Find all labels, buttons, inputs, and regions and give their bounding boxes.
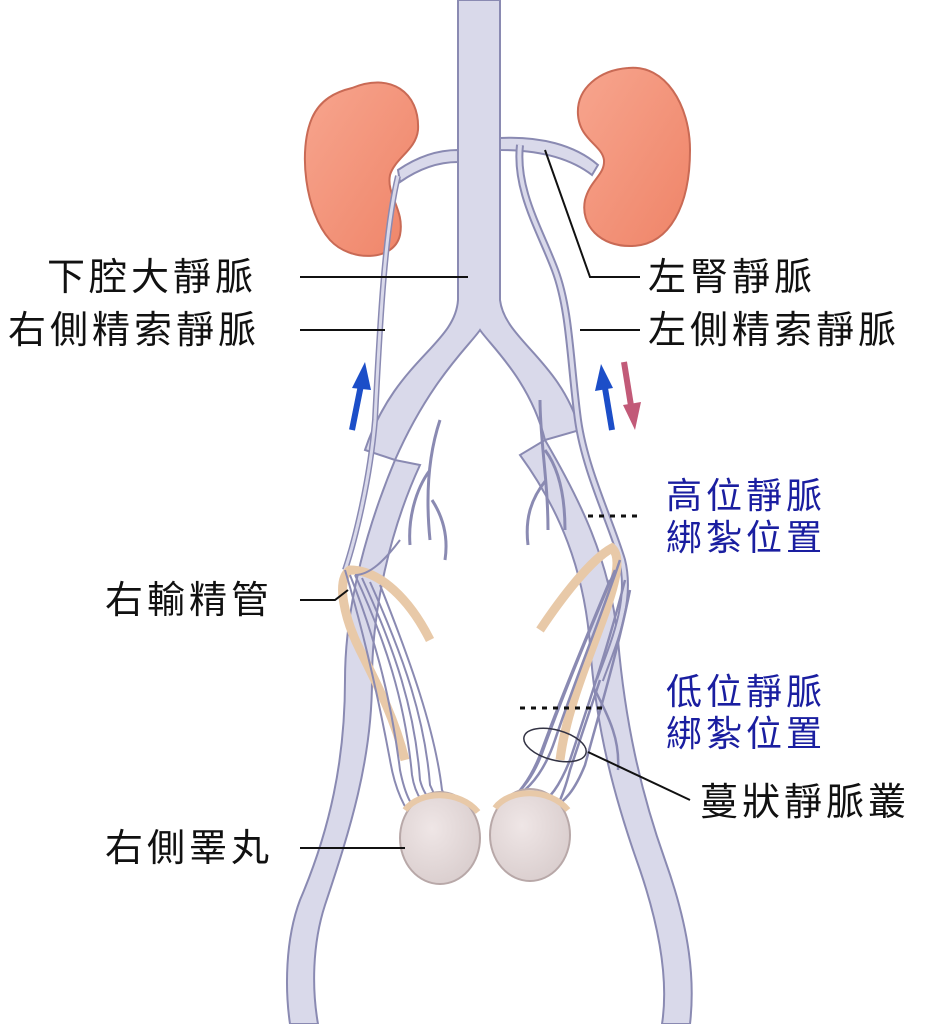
right-testis xyxy=(399,791,481,885)
left-vas-deferens xyxy=(536,542,622,761)
left-epididymis xyxy=(492,790,571,813)
pelvic-vein-branches xyxy=(408,399,567,561)
plexus-outline xyxy=(523,727,587,763)
label-right-vas-deferens: 右輸精管 xyxy=(105,578,274,622)
left-kidney xyxy=(576,66,692,248)
label-high-ligation-line2: 綁紮位置 xyxy=(666,518,827,559)
label-low-ligation-line2: 綁紮位置 xyxy=(666,714,827,755)
left-testis xyxy=(489,788,571,882)
label-pampiniform-plexus: 蔓狀靜脈叢 xyxy=(700,780,911,824)
label-left-renal-vein: 左腎靜脈 xyxy=(648,255,817,299)
arrow-up-icon xyxy=(349,362,371,431)
arrow-down-icon xyxy=(621,361,641,430)
label-left-spermatic-vein: 左側精索靜脈 xyxy=(648,308,901,352)
leader-lines xyxy=(300,149,691,849)
left-renal-vein xyxy=(499,136,600,177)
label-right-spermatic-vein: 右側精索靜脈 xyxy=(8,308,261,352)
label-right-testis: 右側睪丸 xyxy=(105,826,274,870)
arrow-up-icon xyxy=(595,364,615,431)
right-epididymis xyxy=(402,792,481,815)
label-low-ligation-line1: 低位靜脈 xyxy=(666,672,827,713)
right-renal-vein xyxy=(396,148,459,184)
label-high-ligation-line1: 高位靜脈 xyxy=(666,476,827,517)
right-vas-deferens xyxy=(338,565,435,762)
left-pampiniform-plexus xyxy=(501,559,632,813)
label-inferior-vena-cava: 下腔大靜脈 xyxy=(47,255,258,299)
inferior-vena-cava xyxy=(363,0,582,462)
